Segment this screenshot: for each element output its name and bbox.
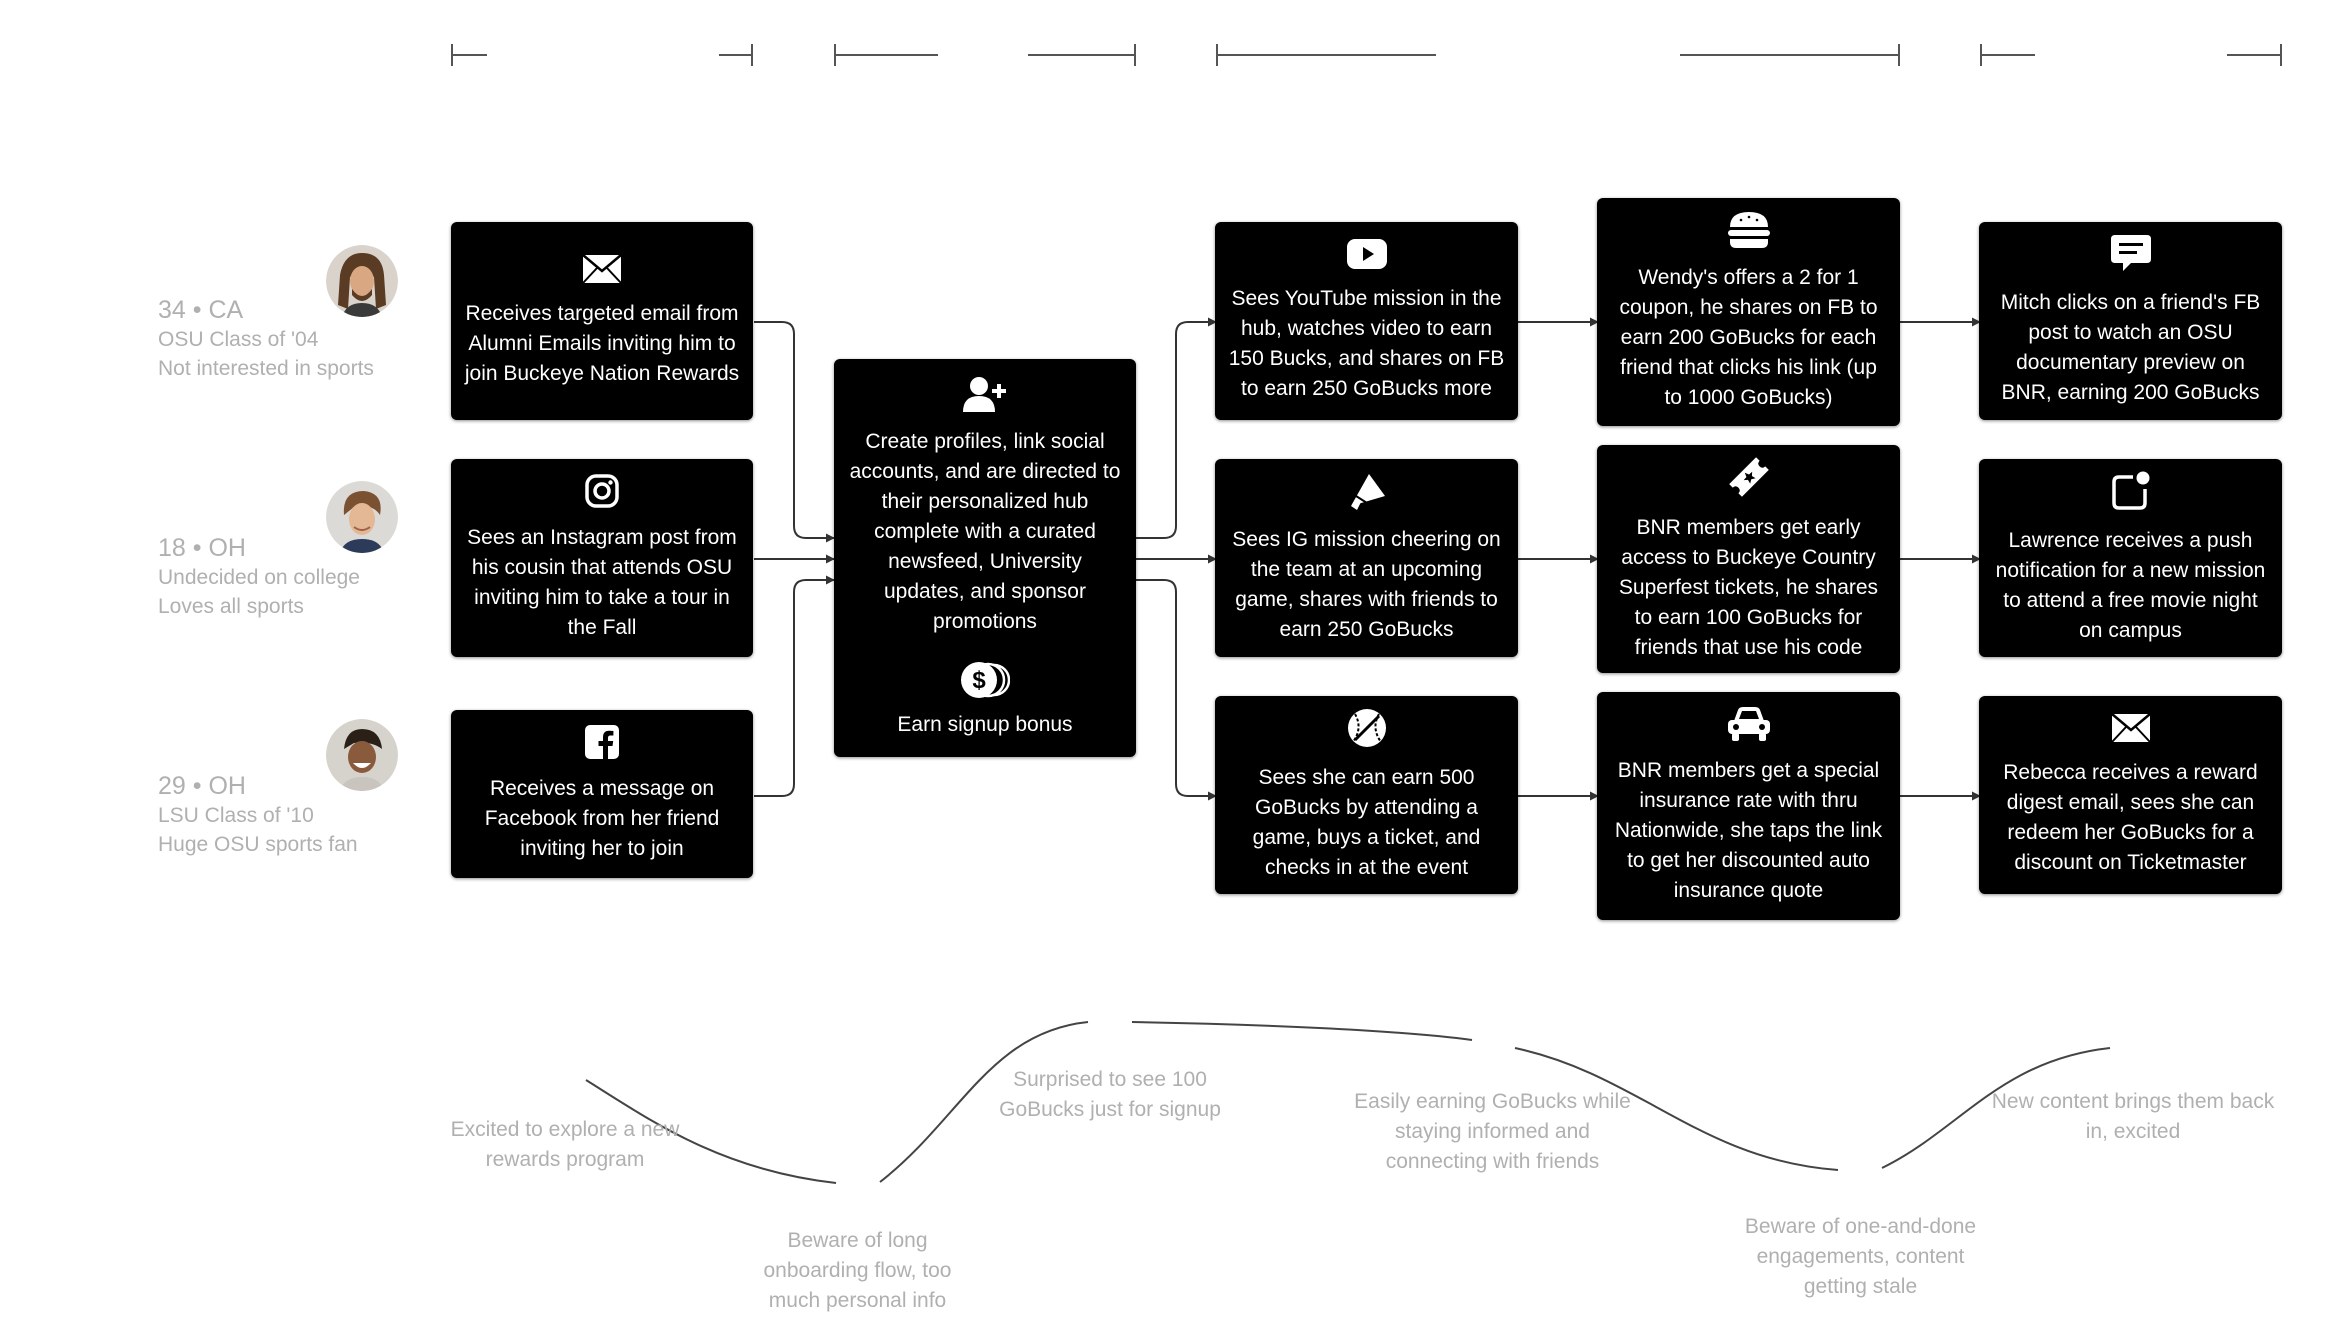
card-text: Rebecca receives a reward digest email, … [2003,760,2258,874]
envelope-icon [2110,712,2151,748]
youtube-icon [1346,238,1387,274]
persona-detail: OSU Class of '04 [158,328,319,351]
persona-detail: Huge OSU sports fan [158,833,358,856]
phase-bracket-signup [834,44,1136,66]
persona-detail: Loves all sports [158,595,304,618]
discover-card-instagram: Sees an Instagram post from his cousin t… [451,459,753,657]
emotion-curve-segment [1881,1047,2111,1169]
mission-card-instagram: Sees IG mission cheering on the team at … [1215,459,1518,657]
baseball-icon [1347,708,1387,753]
sponsor-card-wendys: Wendy's offers a 2 for 1 coupon, he shar… [1597,198,1900,426]
persona-1-info: 34 • CA OSU Class of '04 Not interested … [158,295,374,383]
notification-icon [2111,471,2151,516]
card-text: Create profiles, link social accounts, a… [849,430,1121,633]
svg-text:$: $ [972,667,986,694]
card-text: Wendy's offers a 2 for 1 coupon, he shar… [1619,265,1878,409]
emotion-curve-segment [879,1021,1089,1183]
card-text: Mitch clicks on a friend's FB post to wa… [2000,290,2261,404]
signup-card: Create profiles, link social accounts, a… [834,359,1136,757]
car-icon [1726,706,1772,746]
coins-icon: $ [960,661,1011,704]
facebook-icon [585,724,619,764]
discover-card-facebook: Receives a message on Facebook from her … [451,710,753,878]
emotion-curve-segment [1514,1047,1839,1171]
emotion-label: Surprised to see 100 GoBucks just for si… [999,1068,1221,1121]
signup-bonus-label: Earn signup bonus [897,713,1073,736]
phase-bracket-discover [451,44,753,66]
connector-discover-3 [754,575,835,797]
persona-detail: LSU Class of '10 [158,804,314,827]
connector-discover-1 [754,321,835,543]
emotion-curve [585,1021,2111,1184]
avatar [326,481,398,553]
burger-icon [1727,211,1770,253]
persona-3-info: 29 • OH LSU Class of '10 Huge OSU sports… [158,771,358,859]
card-text: Sees she can earn 500 GoBucks by attendi… [1252,765,1481,879]
megaphone-icon [1347,472,1387,515]
ticket-icon [1728,456,1770,503]
sponsor-card-nationwide: BNR members get a special insurance rate… [1597,692,1900,920]
sponsor-card-superfest: BNR members get early access to Buckeye … [1597,445,1900,673]
envelope-icon [582,253,622,289]
persona-detail: Undecided on college [158,566,360,589]
persona-age-location: 18 • OH [158,534,246,562]
reengage-card-push: Lawrence receives a push notification fo… [1979,459,2282,657]
mission-card-youtube: Sees YouTube mission in the hub, watches… [1215,222,1518,420]
emotion-curve-segment [585,1079,837,1184]
connector-signup-3 [1136,579,1217,801]
emotion-label: Beware of one-and-done engagements, cont… [1744,1215,1977,1298]
card-text: Sees an Instagram post from his cousin t… [467,525,737,639]
reengage-card-facebook-post: Mitch clicks on a friend's FB post to wa… [1979,222,2282,420]
emotion-label: Easily earning GoBucks while staying inf… [1354,1090,1631,1173]
phase-bracket-reengage [1980,44,2282,66]
card-text: Sees IG mission cheering on the team at … [1232,527,1501,641]
phase-brackets [451,44,2282,66]
persona-age-location: 29 • OH [158,772,246,800]
chat-icon [2110,234,2151,278]
avatar [326,245,398,317]
add-user-icon [963,376,1007,417]
card-text: BNR members get early access to Buckeye … [1618,515,1879,659]
discover-card-email: Receives targeted email from Alumni Emai… [451,222,753,420]
emotion-curve-segment [1131,1021,1473,1041]
connector-signup-1 [1136,317,1217,539]
mission-card-game: Sees she can earn 500 GoBucks by attendi… [1215,696,1518,894]
card-text: BNR members get a special insurance rate… [1614,758,1883,902]
emotion-label: Excited to explore a new rewards program [450,1118,680,1171]
emotion-label: New content brings them back in, excited [1991,1090,2275,1143]
emotion-label: Beware of long onboarding flow, too much… [763,1229,952,1312]
phase-bracket-engage [1216,44,1900,66]
persona-2-info: 18 • OH Undecided on college Loves all s… [158,533,360,621]
card-text: Sees YouTube mission in the hub, watches… [1228,286,1505,400]
card-text: Receives targeted email from Alumni Emai… [464,301,740,385]
avatar [326,719,398,791]
instagram-icon [585,473,619,513]
persona-age-location: 34 • CA [158,296,244,324]
card-text: Receives a message on Facebook from her … [484,776,720,860]
connectors [754,317,1981,801]
reengage-card-digest: Rebecca receives a reward digest email, … [1979,696,2282,894]
card-text: Lawrence receives a push notification fo… [1995,528,2266,642]
persona-detail: Not interested in sports [158,357,374,380]
